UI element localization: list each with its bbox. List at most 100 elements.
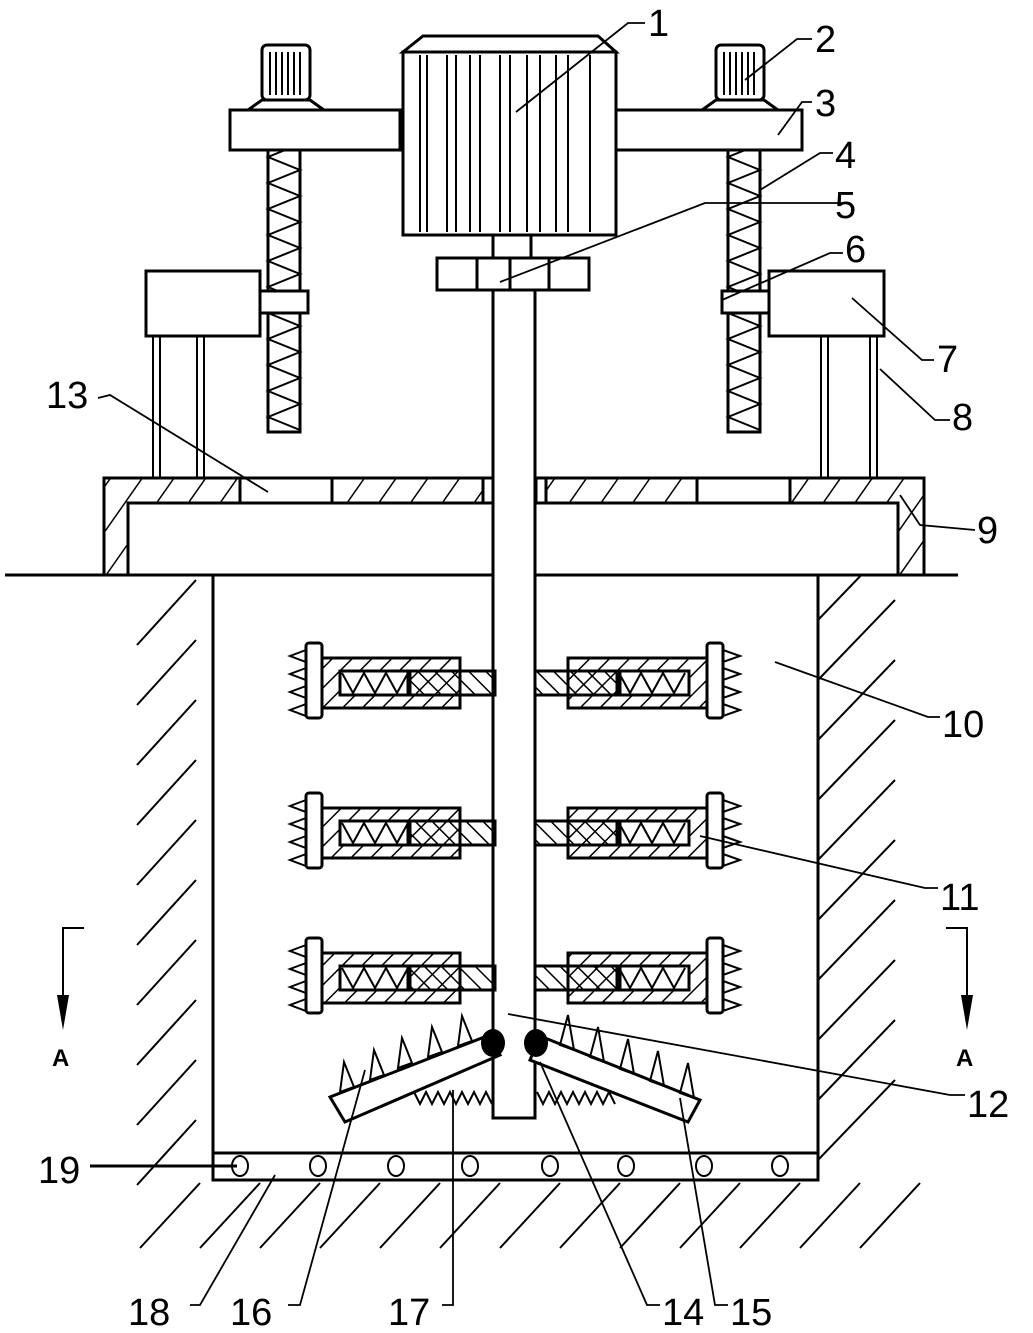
drain-hole bbox=[309, 1155, 327, 1177]
spike bbox=[287, 816, 307, 832]
scraper-plate-left bbox=[304, 936, 324, 1015]
hatch-line bbox=[379, 1182, 441, 1249]
leader-lines bbox=[90, 22, 976, 1306]
label-16: 16 bbox=[230, 1292, 272, 1333]
label-5: 5 bbox=[835, 185, 856, 227]
hatch-line bbox=[439, 1182, 501, 1249]
label-10: 10 bbox=[942, 704, 984, 746]
blade-spike bbox=[618, 1038, 636, 1076]
hatch-line bbox=[739, 1182, 801, 1249]
knob-flange bbox=[697, 98, 783, 112]
slide-rod-left bbox=[406, 964, 497, 992]
slide-rod-right bbox=[533, 669, 622, 697]
hatch-line bbox=[136, 939, 197, 1006]
slide-rod-left bbox=[406, 819, 497, 847]
spike bbox=[287, 702, 307, 718]
shaft-opening-right bbox=[534, 476, 548, 505]
hatch-line bbox=[559, 1182, 621, 1249]
scraper-plate-right bbox=[705, 641, 725, 720]
spike bbox=[287, 943, 307, 959]
spike bbox=[287, 979, 307, 995]
hatch-line bbox=[136, 879, 197, 946]
hatch-line bbox=[799, 1182, 861, 1249]
blade-spike bbox=[648, 1050, 666, 1088]
hatch-line bbox=[139, 1182, 201, 1249]
label-18: 18 bbox=[128, 1292, 170, 1333]
section-label-right: A bbox=[956, 1045, 973, 1072]
blade-spike bbox=[678, 1062, 696, 1100]
screw-rod-left bbox=[265, 103, 303, 434]
drain-hole bbox=[387, 1155, 405, 1177]
label-14: 14 bbox=[662, 1292, 704, 1333]
hatch-line bbox=[136, 1119, 197, 1186]
section-marker-right: A bbox=[946, 927, 973, 1072]
scraper-assemblies bbox=[287, 641, 744, 1015]
adjustment-knob-left bbox=[243, 43, 329, 112]
mounting-block-right bbox=[767, 269, 886, 338]
adjustment-knob-right bbox=[697, 43, 783, 112]
blade-spike bbox=[426, 1023, 444, 1059]
spike bbox=[722, 816, 744, 832]
hatch-line bbox=[817, 599, 896, 681]
label-12: 12 bbox=[967, 1084, 1009, 1126]
thread bbox=[265, 104, 303, 431]
label-13: 13 bbox=[46, 375, 88, 417]
label-1: 1 bbox=[648, 3, 669, 45]
label-4: 4 bbox=[835, 135, 856, 177]
hatch-line bbox=[136, 999, 197, 1066]
spike bbox=[287, 997, 307, 1013]
drain-hole bbox=[541, 1155, 559, 1177]
hatch-line bbox=[817, 1019, 896, 1101]
coupling bbox=[435, 256, 591, 292]
stirring-shaft bbox=[491, 288, 537, 1120]
spike bbox=[722, 997, 744, 1013]
spike bbox=[722, 666, 744, 682]
hatch-line bbox=[817, 899, 896, 981]
screw-rod-right bbox=[725, 103, 763, 434]
threaded-sleeve-left bbox=[258, 289, 310, 315]
drain-hole bbox=[695, 1155, 713, 1177]
spike bbox=[287, 834, 307, 850]
motor bbox=[398, 34, 620, 237]
spike bbox=[287, 961, 307, 977]
hatch-line bbox=[319, 1182, 381, 1249]
spike bbox=[722, 798, 744, 814]
spike bbox=[722, 702, 744, 718]
drain-holes bbox=[231, 1155, 789, 1177]
inclined-blades bbox=[327, 1012, 703, 1124]
blade-spike bbox=[368, 1046, 386, 1082]
hatch-line bbox=[817, 719, 896, 801]
hatch-line bbox=[817, 779, 896, 861]
scraper-plate-right bbox=[705, 936, 725, 1015]
label-9: 9 bbox=[977, 510, 998, 552]
slide-rod-right bbox=[533, 819, 622, 847]
motor-output-shaft bbox=[491, 233, 533, 260]
part-labels: 1 2 3 4 5 6 7 8 9 10 11 12 13 14 15 16 1… bbox=[38, 3, 1009, 1333]
scraper-plate-left bbox=[304, 791, 324, 870]
spike bbox=[287, 684, 307, 700]
label-17: 17 bbox=[388, 1292, 430, 1333]
slide-rod-right bbox=[533, 964, 622, 992]
compression-spring bbox=[341, 820, 409, 846]
feed-opening-right bbox=[695, 476, 792, 505]
spike bbox=[722, 943, 744, 959]
blade-spike bbox=[338, 1058, 356, 1094]
compression-spring bbox=[618, 670, 686, 696]
section-marker-left: A bbox=[52, 927, 84, 1072]
hinge-pin-right bbox=[524, 1029, 548, 1057]
hinge-pin-left bbox=[481, 1029, 505, 1057]
label-2: 2 bbox=[815, 19, 836, 61]
label-7: 7 bbox=[937, 339, 958, 381]
bottom-plate bbox=[211, 1151, 820, 1182]
spike bbox=[722, 979, 744, 995]
spike bbox=[287, 648, 307, 664]
blade-spike bbox=[588, 1026, 606, 1064]
blade-spike bbox=[456, 1012, 474, 1048]
hatch-line bbox=[136, 819, 197, 886]
support-post-right bbox=[820, 336, 878, 478]
hatch-line bbox=[817, 1079, 896, 1161]
hatch-line bbox=[619, 1182, 681, 1249]
label-8: 8 bbox=[952, 397, 973, 439]
support-post-left bbox=[152, 336, 205, 478]
